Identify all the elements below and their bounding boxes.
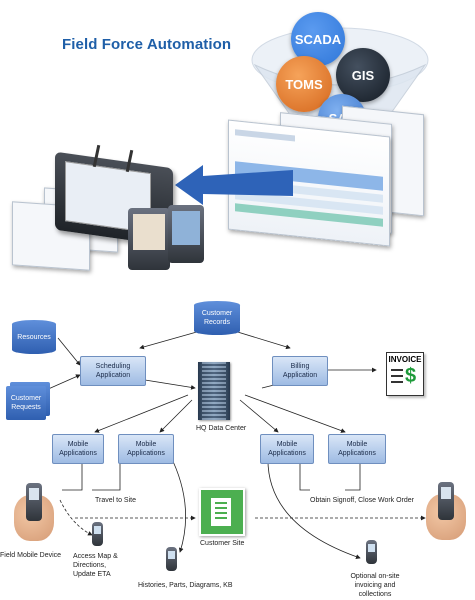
dollar-icon: $: [405, 365, 417, 387]
access-map-label: Access Map & Directions, Update ETA: [73, 553, 118, 578]
obtain-signoff-label: Obtain Signoff, Close Work Order: [310, 497, 415, 504]
pda-left: [128, 208, 170, 270]
field-mobile-device-label: Field Mobile Device: [0, 552, 62, 559]
invoice-document: INVOICE $: [386, 352, 424, 396]
gis-circle: GIS: [336, 48, 390, 102]
invoice-title: INVOICE: [388, 355, 422, 364]
mobile-applications-box-1: Mobile Applications: [52, 434, 104, 464]
customer-records-db: Customer Records: [194, 301, 240, 335]
customer-site-label: Customer Site: [200, 540, 245, 547]
left-field-phone: [26, 483, 42, 521]
customer-requests-doc: Customer Requests: [6, 386, 46, 420]
customer-site-icon: [199, 488, 245, 536]
mobile-applications-box-3: Mobile Applications: [260, 434, 314, 464]
invoicing-phone: [366, 540, 377, 564]
billing-application-box: Billing Application: [272, 356, 328, 386]
hq-data-center-label: HQ Data Center: [196, 425, 247, 432]
toms-circle: TOMS: [276, 56, 332, 112]
mobile-applications-box-4: Mobile Applications: [328, 434, 386, 464]
optional-invoicing-label: Optional on-site invoicing and collectio…: [350, 573, 400, 598]
sync-arrow: [175, 165, 293, 205]
map-phone: [92, 522, 103, 546]
mobile-applications-box-2: Mobile Applications: [118, 434, 174, 464]
scheduling-application-box: Scheduling Application: [80, 356, 146, 386]
hq-building: [198, 362, 230, 420]
right-field-phone: [438, 482, 454, 520]
page-title: Field Force Automation: [62, 36, 232, 53]
resources-db: Resources: [12, 320, 56, 354]
histories-phone: [166, 547, 177, 571]
travel-to-site-label: Travel to Site: [95, 497, 136, 504]
histories-label: Histories, Parts, Diagrams, KB: [138, 582, 233, 589]
pda-right: [168, 205, 204, 263]
